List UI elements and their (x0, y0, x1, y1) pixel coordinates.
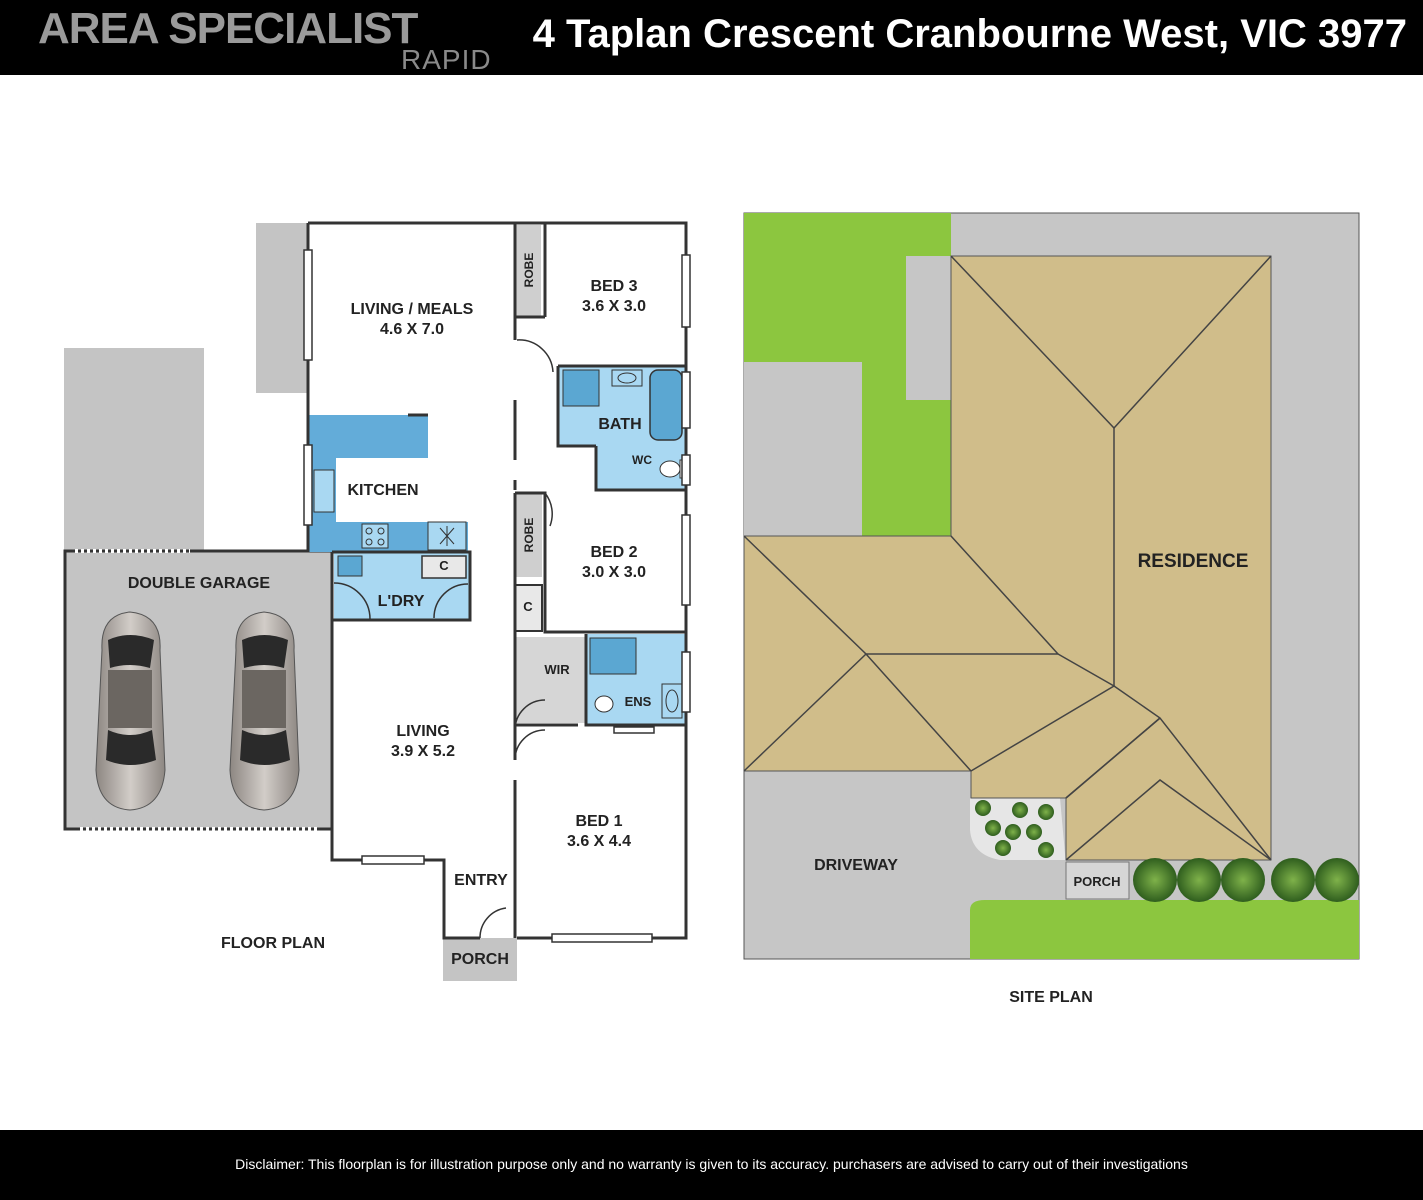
kitchen-benchtops (308, 415, 468, 552)
ensuite-toilet-icon (594, 695, 614, 713)
garden-shrubs (975, 800, 1359, 902)
label-robe-bed3: ROBE (522, 253, 536, 288)
disclaimer-text: Disclaimer: This floorplan is for illust… (235, 1156, 1188, 1172)
label-bed1: BED 1 (575, 813, 622, 830)
label-kitchen: KITCHEN (347, 482, 418, 499)
car-icon-left (95, 611, 166, 811)
car-icon-right (229, 611, 300, 811)
shower-icon (562, 369, 600, 407)
brand-logo-subtext: RAPID (401, 44, 492, 75)
front-lawn (970, 900, 1359, 959)
header-bar: AREA SPECIALIST RAPID 4 Taplan Crescent … (0, 0, 1423, 75)
walk-in-robe (515, 637, 585, 723)
label-living-dimensions: 3.9 X 5.2 (391, 743, 455, 760)
side-yard-paving (256, 223, 308, 393)
fridge-space-cross-icon (439, 526, 455, 546)
ensuite-vanity-icon (661, 683, 683, 719)
label-bed2-dimensions: 3.0 X 3.0 (582, 564, 646, 581)
kitchen-sink-icon (313, 469, 335, 513)
label-robe-bed2: ROBE (522, 518, 536, 553)
cooktop-icon (361, 523, 389, 549)
bath-vanity-icon (611, 369, 643, 387)
label-living-meals-dimensions: 4.6 X 7.0 (380, 321, 444, 338)
laundry-cupboard (421, 555, 467, 579)
label-linen-cupboard: C (523, 599, 533, 614)
side-paving (906, 256, 951, 400)
floor-plan-windows (303, 249, 691, 943)
property-address: 4 Taplan Crescent Cranbourne West, VIC 3… (532, 12, 1407, 56)
rear-paving (744, 362, 862, 536)
cooktop-burner-icon (377, 538, 385, 546)
laundry-tub-icon (337, 555, 363, 577)
label-ensuite: ENS (625, 694, 652, 709)
cooktop-burner-icon (365, 527, 373, 535)
floor-plan-title: FLOOR PLAN (221, 935, 325, 952)
ensuite-basin-icon (665, 689, 679, 713)
label-wir: WIR (544, 662, 570, 677)
label-bed3: BED 3 (590, 278, 637, 295)
label-site-porch: PORCH (1074, 874, 1121, 889)
site-plan-title: SITE PLAN (1009, 989, 1093, 1006)
cooktop-burner-icon (377, 527, 385, 535)
label-entry: ENTRY (454, 872, 508, 889)
bath-basin-icon (617, 372, 637, 384)
label-laundry: L'DRY (378, 593, 425, 610)
floor-plan-doors (333, 339, 554, 939)
wc-toilet-icon (659, 460, 681, 478)
label-bed3-dimensions: 3.6 X 3.0 (582, 298, 646, 315)
garage-apron (64, 348, 204, 553)
porch-paving (443, 938, 517, 981)
robe-bed3 (515, 225, 541, 317)
floor-plan: LIVING / MEALS 4.6 X 7.0 KITCHEN L'DRY C… (63, 221, 691, 981)
robe-bed2 (515, 493, 542, 577)
brand-logo-text: AREA SPECIALIST (38, 4, 418, 53)
label-bed2: BED 2 (590, 544, 637, 561)
linen-cupboard (514, 584, 543, 632)
residence-roof (743, 255, 1272, 861)
roof-ridge-lines (743, 255, 1272, 861)
label-living-meals: LIVING / MEALS (351, 301, 474, 318)
ensuite-shower-icon (589, 637, 637, 675)
label-double-garage: DOUBLE GARAGE (128, 575, 271, 592)
bathtub-icon (649, 369, 683, 441)
site-plan: RESIDENCE DRIVEWAY PORCH SITE PLAN (743, 212, 1360, 1006)
label-residence: RESIDENCE (1138, 551, 1249, 572)
footer-bar: Disclaimer: This floorplan is for illust… (0, 1130, 1423, 1200)
label-bath: BATH (598, 416, 641, 433)
label-porch: PORCH (451, 951, 509, 968)
label-laundry-cupboard: C (439, 558, 449, 573)
label-bed1-dimensions: 3.6 X 4.4 (567, 833, 631, 850)
label-driveway: DRIVEWAY (814, 857, 898, 874)
label-wc: WC (632, 453, 652, 467)
label-living: LIVING (396, 723, 449, 740)
site-porch (1065, 861, 1130, 900)
cooktop-burner-icon (365, 538, 373, 546)
